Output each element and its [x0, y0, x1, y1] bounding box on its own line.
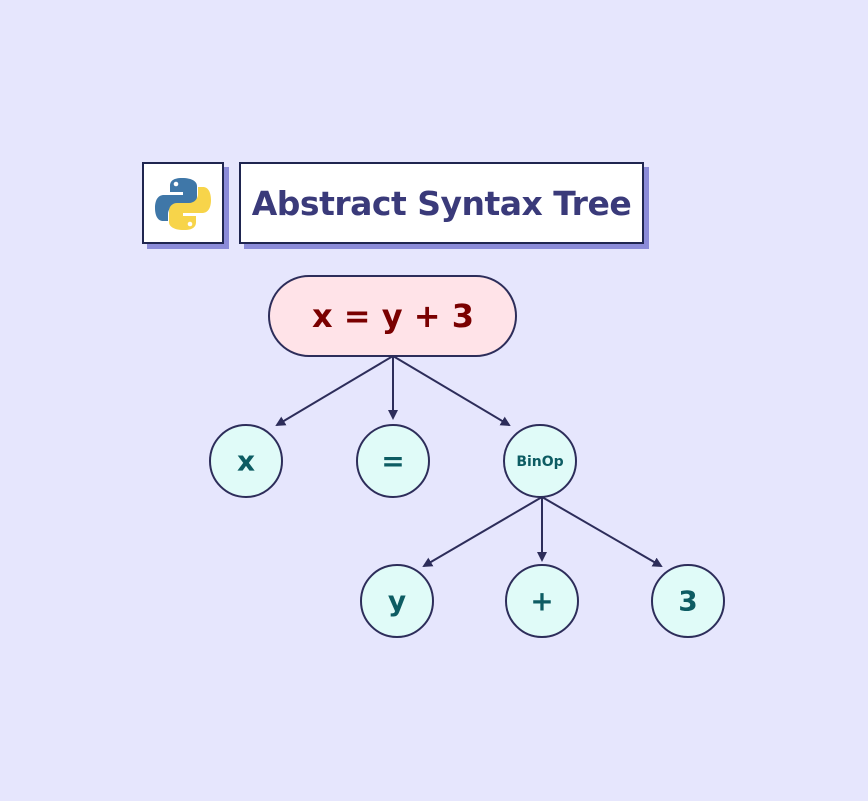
edge-root-binop: [392, 355, 511, 427]
node-x: [209, 424, 283, 498]
python-logo-icon: [155, 178, 211, 230]
python-logo-box: [142, 162, 224, 244]
node-eq-label: =: [381, 445, 404, 478]
title-banner: Abstract Syntax Tree: [239, 162, 644, 244]
node-y: [360, 564, 434, 638]
node-eq: [356, 424, 430, 498]
node-3: [651, 564, 725, 638]
node-3-label: 3: [678, 585, 697, 618]
node-plus-label: +: [530, 585, 553, 618]
edge-root-x: [275, 355, 394, 427]
node-x-label: x: [237, 445, 255, 478]
root-label: x = y + 3: [312, 297, 474, 335]
edge-binop-y: [422, 496, 543, 568]
root-node: x = y + 3: [268, 275, 517, 357]
node-binop-label: BinOp: [516, 454, 563, 470]
node-binop: [503, 424, 577, 498]
edge-binop-3: [541, 496, 663, 568]
node-plus: [505, 564, 579, 638]
node-y-label: y: [388, 585, 406, 618]
page-title: Abstract Syntax Tree: [251, 183, 632, 223]
